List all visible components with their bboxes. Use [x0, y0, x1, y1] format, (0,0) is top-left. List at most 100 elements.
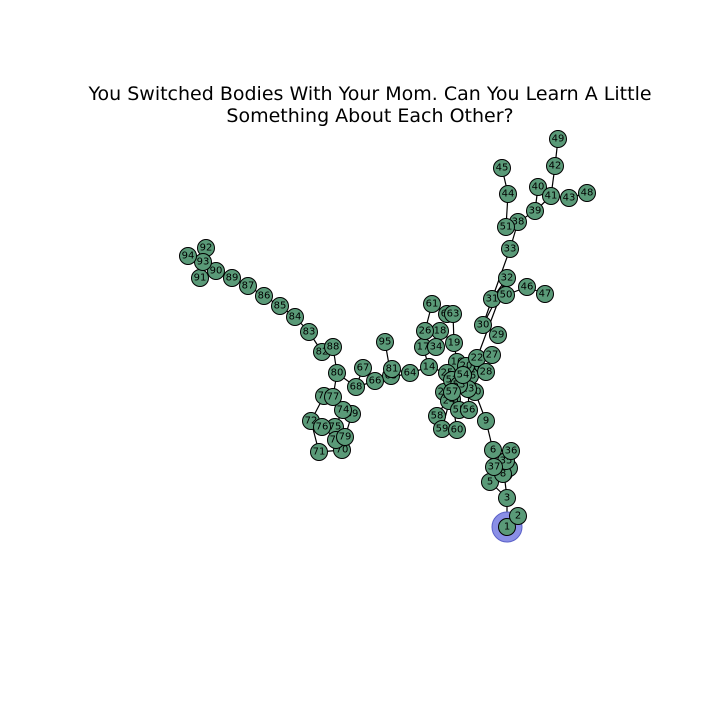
node-32: 32 — [498, 269, 516, 287]
node-59: 59 — [433, 420, 451, 438]
node-label: 31 — [486, 294, 499, 305]
node-circle — [366, 372, 384, 390]
node-label: 45 — [496, 163, 509, 174]
node-circle — [498, 518, 516, 536]
node-6: 6 — [484, 441, 502, 459]
node-label: 84 — [289, 312, 302, 323]
node-circle — [334, 401, 352, 419]
node-circle — [401, 364, 419, 382]
node-54: 54 — [454, 366, 472, 384]
node-66: 66 — [366, 372, 384, 390]
node-label: 82 — [316, 347, 329, 358]
node-circle — [383, 360, 401, 378]
node-94: 94 — [179, 247, 197, 265]
node-circle — [354, 359, 372, 377]
node-91: 91 — [191, 269, 209, 287]
node-2: 2 — [509, 507, 527, 525]
node-circle — [443, 383, 461, 401]
node-circle — [509, 507, 527, 525]
node-label: 89 — [226, 273, 239, 284]
node-label: 42 — [549, 161, 562, 172]
node-label: 19 — [448, 338, 461, 349]
node-label: 60 — [451, 425, 464, 436]
node-label: 80 — [331, 368, 344, 379]
node-label: 40 — [532, 182, 545, 193]
node-label: 2 — [515, 511, 521, 522]
node-label: 24 — [443, 396, 456, 407]
node-circle — [445, 334, 463, 352]
node-label: 76 — [316, 422, 329, 433]
node-9: 9 — [477, 412, 495, 430]
node-49: 49 — [549, 130, 567, 148]
node-19: 19 — [445, 334, 463, 352]
node-circle — [423, 295, 441, 313]
node-label: 35 — [500, 456, 513, 467]
node-circle — [324, 388, 342, 406]
node-circle — [477, 363, 495, 381]
node-label: 37 — [488, 462, 501, 473]
node-60: 60 — [448, 421, 466, 439]
node-label: 78 — [330, 435, 343, 446]
node-label: 71 — [313, 447, 326, 458]
node-74: 74 — [334, 401, 352, 419]
chart-title-line-1: You Switched Bodies With Your Mom. Can Y… — [88, 83, 652, 105]
node-label: 47 — [539, 289, 552, 300]
node-circle — [179, 247, 197, 265]
node-label: 53 — [453, 380, 466, 391]
node-50: 50 — [497, 286, 515, 304]
node-29: 29 — [489, 326, 507, 344]
node-circle — [310, 443, 328, 461]
node-label: 22 — [471, 353, 484, 364]
node-label: 46 — [521, 282, 534, 293]
node-label: 23 — [462, 384, 475, 395]
node-label: 57 — [446, 387, 459, 398]
node-circle — [526, 202, 544, 220]
node-circle — [546, 157, 564, 175]
node-label: 70 — [336, 445, 349, 456]
node-label: 48 — [581, 188, 594, 199]
node-label: 33 — [504, 244, 517, 255]
node-3: 3 — [498, 489, 516, 507]
node-40: 40 — [529, 178, 547, 196]
node-71: 71 — [310, 443, 328, 461]
node-circle — [239, 277, 257, 295]
node-label: 43 — [563, 193, 576, 204]
node-label: 64 — [404, 368, 417, 379]
node-46: 46 — [518, 278, 536, 296]
node-circle — [502, 442, 520, 460]
node-circle — [223, 269, 241, 287]
node-14: 14 — [420, 358, 438, 376]
node-circle — [420, 358, 438, 376]
node-44: 44 — [499, 185, 517, 203]
node-label: 9 — [483, 416, 489, 427]
node-77: 77 — [324, 388, 342, 406]
node-circle — [328, 364, 346, 382]
node-85: 85 — [271, 297, 289, 315]
node-label: 27 — [486, 350, 499, 361]
node-label: 36 — [505, 446, 518, 457]
node-label: 63 — [447, 309, 460, 320]
node-93: 93 — [194, 253, 212, 271]
node-68: 68 — [347, 378, 365, 396]
node-83: 83 — [300, 323, 318, 341]
node-label: 68 — [350, 382, 363, 393]
node-circle — [489, 326, 507, 344]
node-circle — [560, 189, 578, 207]
node-61: 61 — [423, 295, 441, 313]
node-67: 67 — [354, 359, 372, 377]
node-92: 92 — [197, 239, 215, 257]
node-circle — [454, 366, 472, 384]
node-label: 77 — [327, 392, 340, 403]
node-84: 84 — [286, 308, 304, 326]
node-circle — [498, 489, 516, 507]
node-circle — [207, 262, 225, 280]
node-label: 72 — [305, 416, 318, 427]
node-label: 39 — [529, 206, 542, 217]
node-circle — [313, 418, 331, 436]
node-41: 41 — [542, 187, 560, 205]
node-label: 67 — [357, 363, 370, 374]
node-76: 76 — [313, 418, 331, 436]
node-circle — [416, 322, 434, 340]
node-89: 89 — [223, 269, 241, 287]
node-label: 50 — [500, 290, 513, 301]
